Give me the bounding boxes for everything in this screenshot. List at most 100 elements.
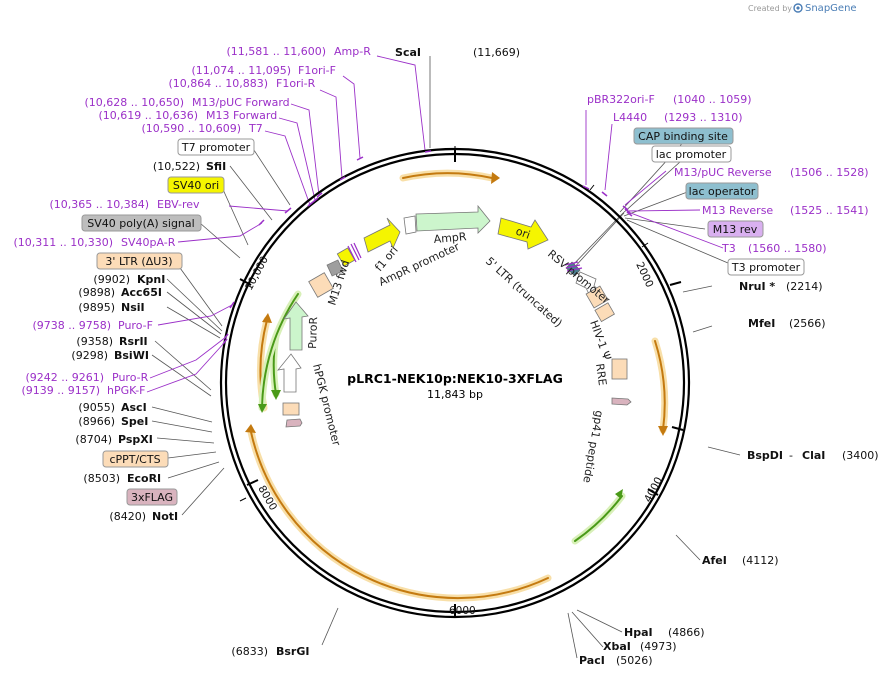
enzyme-position: (9358) xyxy=(76,335,113,348)
primer-t7[interactable]: (10,590 .. 10,609) T7 xyxy=(141,122,262,135)
feature-label: CAP binding site xyxy=(638,130,728,143)
enzyme-nsii[interactable]: (9895) NsiI xyxy=(78,301,144,314)
primer-ebv-rev[interactable]: (10,365 .. 10,384) EBV-rev xyxy=(49,198,200,211)
credit-brand: SnapGene xyxy=(805,3,857,14)
feature-label: lac operator xyxy=(689,185,756,198)
feature-sv40-polya[interactable]: SV40 poly(A) signal xyxy=(81,214,202,232)
snapgene-logo-icon xyxy=(793,3,803,13)
primer-range: (10,619 .. 10,636) xyxy=(98,109,198,122)
feature-lac-operator[interactable]: lac operator xyxy=(685,182,759,200)
feature-t3-promoter[interactable]: T3 promoter xyxy=(727,258,805,276)
gp41-arrow xyxy=(611,397,632,406)
feature-label: T7 promoter xyxy=(181,141,251,154)
enzyme-position: (9298) xyxy=(71,349,108,362)
enzyme-position: (8420) xyxy=(109,510,146,523)
feature-cppt[interactable]: cPPT/CTS xyxy=(102,450,169,468)
primer-f1ori-r[interactable]: (10,864 .. 10,883) F1ori-R xyxy=(168,77,315,90)
tick-marks xyxy=(239,150,684,616)
enzyme-asci[interactable]: (9055) AscI xyxy=(78,401,146,414)
primer-range: (1040 .. 1059) xyxy=(673,93,752,106)
primer-m13-forward[interactable]: (10,619 .. 10,636) M13 Forward xyxy=(98,109,277,122)
primer-amp-r[interactable]: (11,581 .. 11,600) Amp-R xyxy=(226,45,371,58)
primer-puro-f[interactable]: (9738 .. 9758) Puro-F xyxy=(32,319,153,332)
primer-m13-puc-reverse[interactable]: M13/pUC Reverse (1506 .. 1528) xyxy=(674,166,869,179)
primer-name: Puro-R xyxy=(112,371,149,384)
enzyme-position: (6833) xyxy=(231,645,268,658)
primer-t3[interactable]: T3 (1560 .. 1580) xyxy=(721,242,827,255)
primer-name: T7 xyxy=(248,122,263,135)
enzyme-sfii[interactable]: (10,522) SfiI xyxy=(153,160,226,173)
enzyme-nrui[interactable]: NruI * (2214) xyxy=(739,280,823,293)
enzyme-pspxi[interactable]: (8704) PspXI xyxy=(75,433,152,446)
label-puror: PuroR xyxy=(306,316,320,349)
enzyme-xbai[interactable]: XbaI (4973) xyxy=(603,640,677,653)
enzyme-ecori[interactable]: (8503) EcoRI xyxy=(83,472,161,485)
puror-arrow xyxy=(283,301,309,351)
feature-m13-rev[interactable]: M13 rev xyxy=(707,220,764,238)
ltr3-block xyxy=(308,272,334,298)
enzyme-name: HpaI xyxy=(624,626,653,639)
enzyme-spei[interactable]: (8966) SpeI xyxy=(78,415,148,428)
enzyme-noti[interactable]: (8420) NotI xyxy=(109,510,178,523)
enzyme-bsrgi[interactable]: (6833) BsrGI xyxy=(231,645,309,658)
feature-label: T3 promoter xyxy=(731,261,801,274)
enzyme-paci[interactable]: PacI (5026) xyxy=(579,654,653,667)
tick-label-4000: 4000 xyxy=(642,475,665,504)
f1-ori-arrow xyxy=(363,217,401,253)
primer-f1ori-f[interactable]: (11,074 .. 11,095) F1ori-F xyxy=(191,64,336,77)
plasmid-name: pLRC1-NEK10p:NEK10-3XFLAG xyxy=(347,371,563,386)
ampr-arrow xyxy=(415,204,491,234)
feature-3xflag[interactable]: 3xFLAG xyxy=(126,488,178,506)
primer-sv40pa-r[interactable]: (10,311 .. 10,330) SV40pA-R xyxy=(13,236,175,249)
ori-arrow xyxy=(497,217,549,250)
primer-l4440[interactable]: L4440 (1293 .. 1310) xyxy=(613,111,743,124)
rre-block xyxy=(611,358,628,380)
primer-hpgk-f[interactable]: (9139 .. 9157) hPGK-F xyxy=(21,384,145,397)
lac-operator-block xyxy=(565,261,581,277)
enzyme-afei[interactable]: AfeI (4112) xyxy=(702,554,779,567)
primer-name: M13/pUC Reverse xyxy=(674,166,772,179)
feature-label: cPPT/CTS xyxy=(109,453,160,466)
feature-sv40-ori[interactable]: SV40 ori xyxy=(167,176,225,194)
feature-lac-promoter[interactable]: lac promoter xyxy=(651,145,732,163)
feature-label: lac promoter xyxy=(656,148,727,161)
primer-range: (9738 .. 9758) xyxy=(32,319,111,332)
feature-3ltr[interactable]: 3' LTR (ΔU3) xyxy=(96,252,183,270)
feature-label: SV40 poly(A) signal xyxy=(87,217,194,230)
primer-name: F1ori-R xyxy=(276,77,316,90)
enzyme-hpai[interactable]: HpaI (4866) xyxy=(624,626,705,639)
primer-puro-r[interactable]: (9242 .. 9261) Puro-R xyxy=(25,371,148,384)
enzyme-position: (9895) xyxy=(78,301,115,314)
enzyme-name: SpeI xyxy=(121,415,148,428)
sv40-polya-block xyxy=(326,259,344,277)
enzyme-name: BspDI xyxy=(747,449,783,462)
enzyme-kpni[interactable]: (9902) KpnI xyxy=(93,273,165,286)
primer-name: hPGK-F xyxy=(107,384,145,397)
feature-t7-promoter[interactable]: T7 promoter xyxy=(177,138,255,156)
enzyme-position: (8704) xyxy=(75,433,112,446)
leader-lines xyxy=(151,56,741,659)
label-hiv-psi: HIV-1 Ψ xyxy=(587,319,614,363)
enzyme-position: (9055) xyxy=(78,401,115,414)
enzyme-name-2: ClaI xyxy=(802,449,825,462)
primer-m13-puc-forward[interactable]: (10,628 .. 10,650) M13/pUC Forward xyxy=(84,96,289,109)
enzyme-bsiwi[interactable]: (9298) BsiWI xyxy=(71,349,149,362)
enzyme-separator: - xyxy=(789,449,793,462)
feature-label: 3xFLAG xyxy=(131,491,173,504)
primer-pbr322ori-f[interactable]: pBR322ori-F (1040 .. 1059) xyxy=(587,93,752,106)
enzyme-position: (9898) xyxy=(78,286,115,299)
primer-range: (11,581 .. 11,600) xyxy=(226,45,326,58)
enzyme-name: KpnI xyxy=(137,273,165,286)
feature-cap-binding-site[interactable]: CAP binding site xyxy=(633,127,734,145)
enzyme-acc65i[interactable]: (9898) Acc65I xyxy=(78,286,162,299)
enzyme-name: MfeI xyxy=(748,317,775,330)
enzyme-rsrii[interactable]: (9358) RsrII xyxy=(76,335,147,348)
enzyme-bspdi-clai[interactable]: BspDI - ClaI (3400) xyxy=(747,449,879,462)
enzyme-scai[interactable]: ScaI (11,669) xyxy=(395,46,520,59)
ring-features xyxy=(277,204,632,428)
hpgk-arrow xyxy=(277,353,302,393)
enzyme-position: (8966) xyxy=(78,415,115,428)
flag-arrow xyxy=(285,418,303,428)
primer-m13-reverse[interactable]: M13 Reverse (1525 .. 1541) xyxy=(702,204,869,217)
enzyme-mfei[interactable]: MfeI (2566) xyxy=(748,317,826,330)
